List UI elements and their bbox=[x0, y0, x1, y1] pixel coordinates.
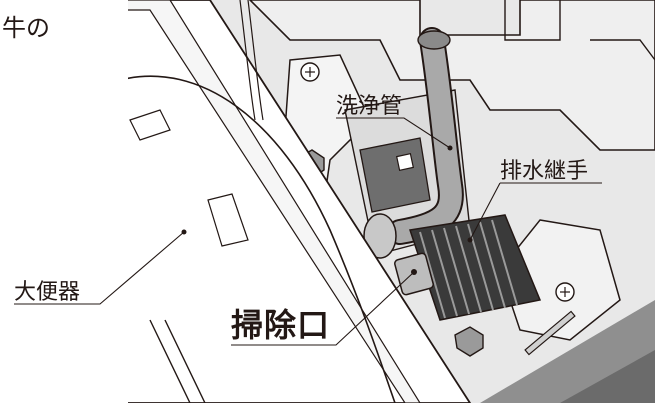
floor-shadow bbox=[560, 350, 655, 403]
drain-joint bbox=[409, 214, 542, 321]
leader-wash-pipe bbox=[336, 117, 451, 149]
toilet-rim bbox=[128, 0, 422, 403]
upper-bracket-line-2 bbox=[590, 39, 655, 61]
toilet-bowl-label: 大便器 bbox=[14, 280, 81, 305]
center-recess bbox=[359, 137, 431, 213]
toilet-contour bbox=[128, 75, 396, 403]
wash-pipe-top-cap bbox=[417, 30, 451, 50]
top-text-fragment: 牛の bbox=[2, 14, 50, 42]
wash-pipe bbox=[389, 29, 462, 243]
nut-bottom bbox=[454, 326, 484, 357]
wash-pipe-label: 洗浄管 bbox=[336, 94, 403, 119]
drain-joint-label: 排水継手 bbox=[500, 159, 589, 184]
right-bracket-rod bbox=[524, 310, 576, 356]
illustration-body bbox=[128, 0, 655, 403]
cleanout-port-label: 掃除口 bbox=[231, 306, 331, 344]
toilet-detail-2 bbox=[207, 193, 249, 247]
leader-lines bbox=[14, 117, 602, 346]
upper-frame bbox=[248, 0, 655, 151]
upper-bracket-line bbox=[504, 0, 561, 41]
toilet-detail-1 bbox=[129, 109, 171, 141]
pipe-coupling bbox=[363, 213, 397, 259]
leader-toilet bbox=[14, 231, 185, 305]
leader-cleanout bbox=[231, 271, 415, 346]
center-tag bbox=[395, 152, 415, 172]
leader-drain-joint bbox=[469, 182, 501, 241]
